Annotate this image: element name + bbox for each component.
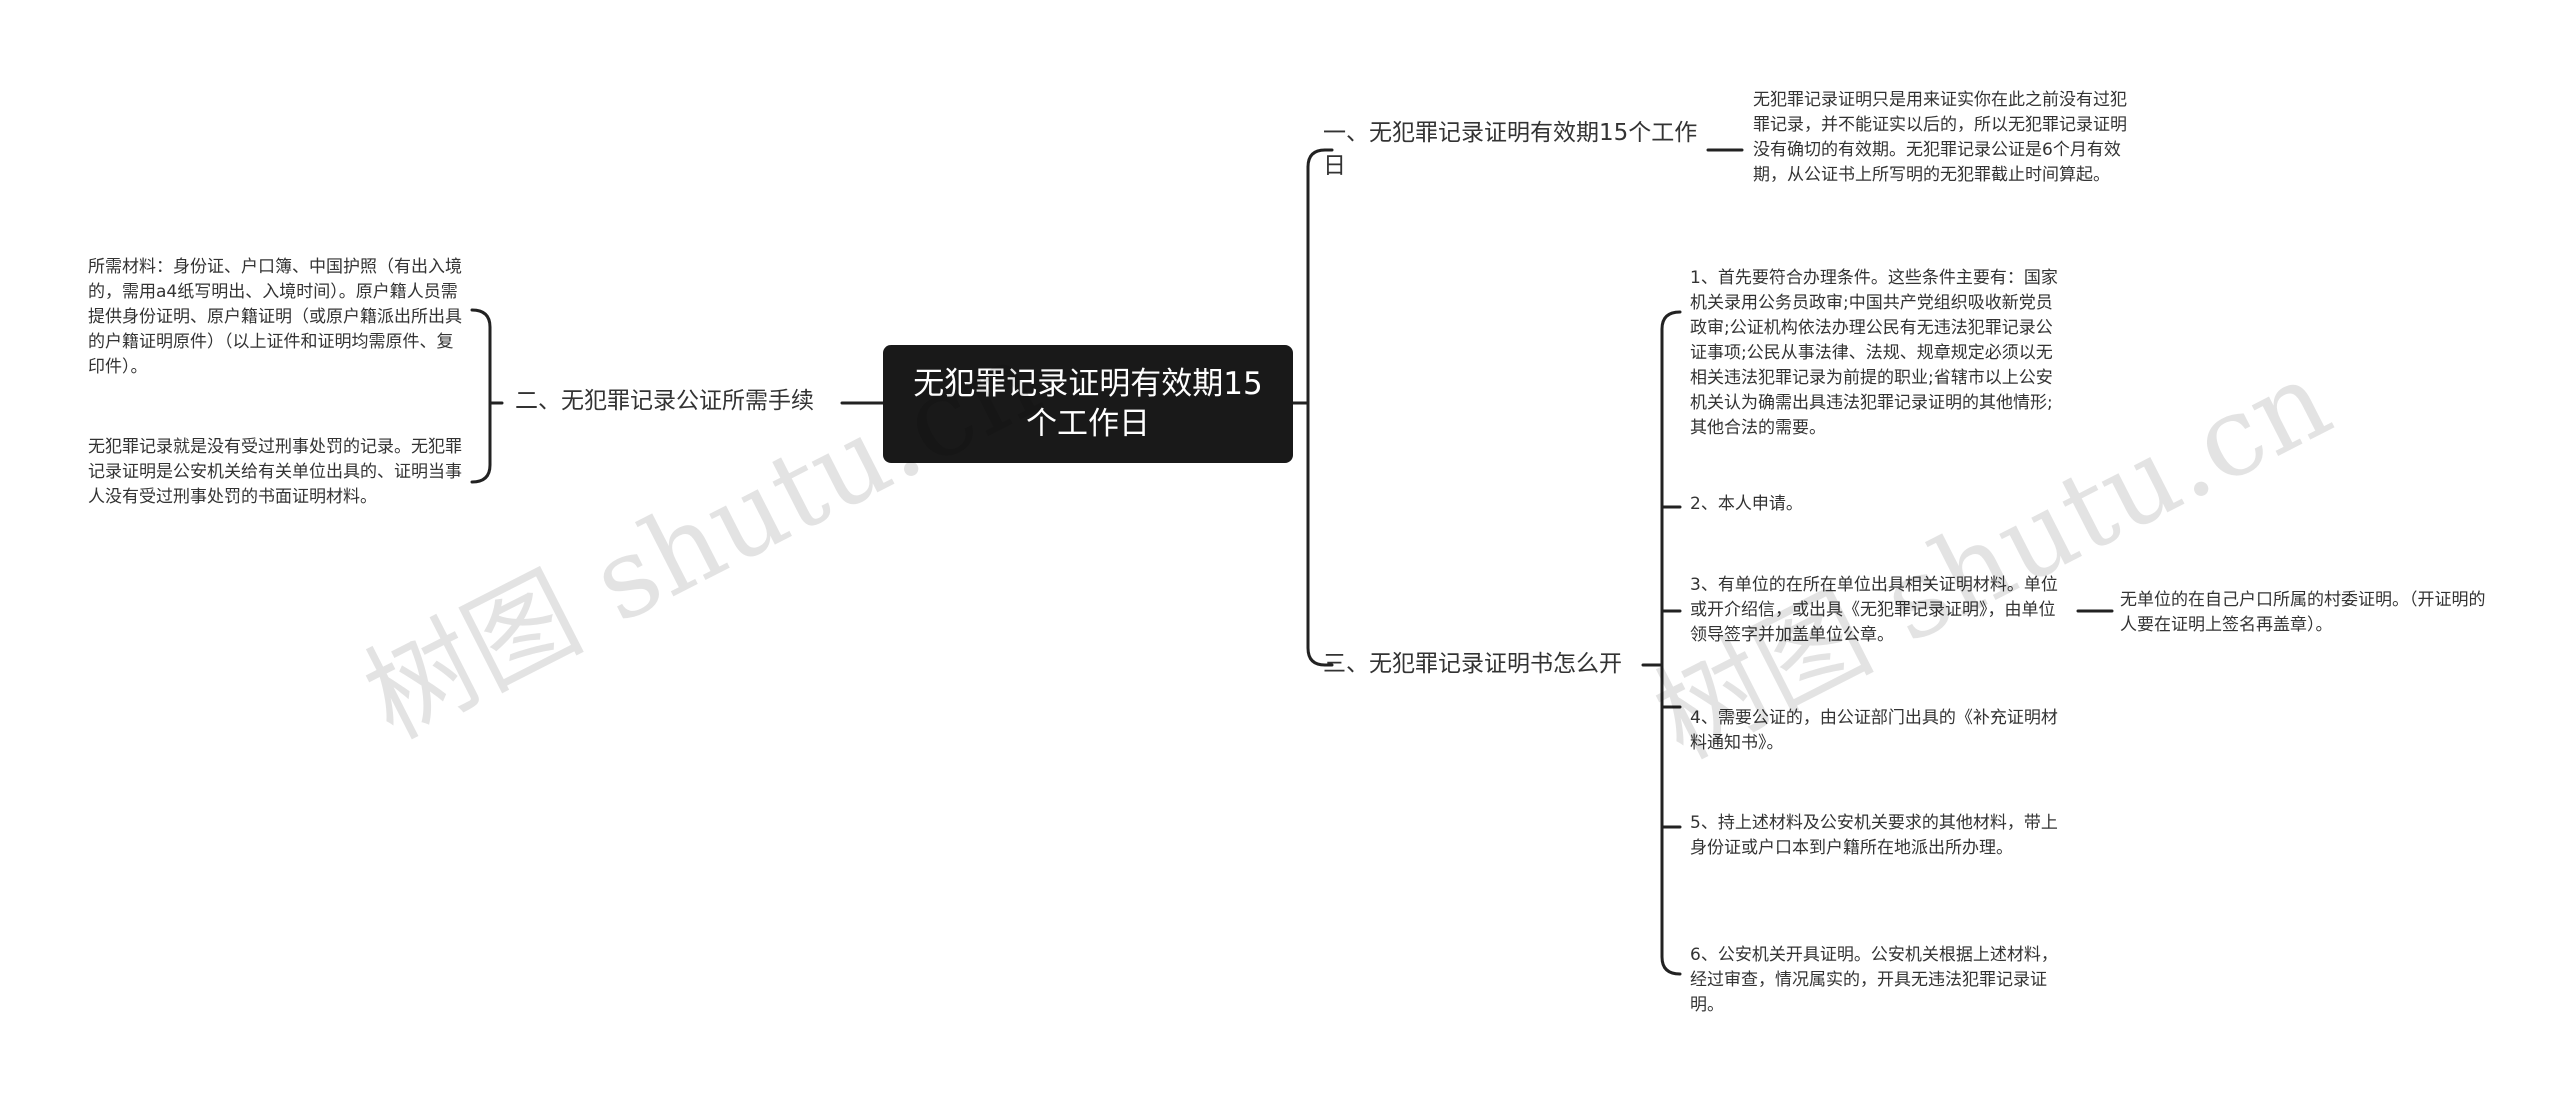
root-topic[interactable]: 无犯罪记录证明有效期15个工作日: [883, 345, 1293, 463]
leaf-required-materials[interactable]: 所需材料：身份证、户口簿、中国护照（有出入境的，需用a4纸写明出、入境时间）。原…: [88, 257, 462, 377]
branch-validity[interactable]: 一、无犯罪记录证明有效期15个工作日: [1323, 117, 1708, 183]
leaf-step-3[interactable]: 3、有单位的在所在单位出具相关证明材料。单位或开介绍信，或出具《无犯罪记录证明》…: [1690, 575, 2058, 645]
leaf-step-6[interactable]: 6、公安机关开具证明。公安机关根据上述材料，经过审查，情况属实的，开具无违法犯罪…: [1690, 945, 2058, 1015]
leaf-definition[interactable]: 无犯罪记录就是没有受过刑事处罚的记录。无犯罪记录证明是公安机关给有关单位出具的、…: [88, 437, 462, 507]
leaf-validity-detail[interactable]: 无犯罪记录证明只是用来证实你在此之前没有过犯罪记录，并不能证实以后的，所以无犯罪…: [1753, 90, 2127, 185]
leaf-step-5[interactable]: 5、持上述材料及公安机关要求的其他材料，带上身份证或户口本到户籍所在地派出所办理…: [1690, 813, 2058, 858]
branch-how-to-apply[interactable]: 三、无犯罪记录证明书怎么开: [1323, 651, 1622, 677]
leaf-step-1[interactable]: 1、首先要符合办理条件。这些条件主要有：国家机关录用公务员政审;中国共产党组织吸…: [1690, 268, 2058, 438]
leaf-step-4[interactable]: 4、需要公证的，由公证部门出具的《补充证明材料通知书》。: [1690, 708, 2058, 753]
branch-validity-label: 一、无犯罪记录证明有效期15个工作日: [1323, 120, 1698, 179]
branch-notary-procedure[interactable]: 二、无犯罪记录公证所需手续: [515, 388, 814, 414]
leaf-step-2[interactable]: 2、本人申请。: [1690, 494, 1803, 514]
leaf-step-3-note[interactable]: 无单位的在自己户口所属的村委证明。（开证明的人要在证明上签名再盖章）。: [2120, 590, 2486, 635]
